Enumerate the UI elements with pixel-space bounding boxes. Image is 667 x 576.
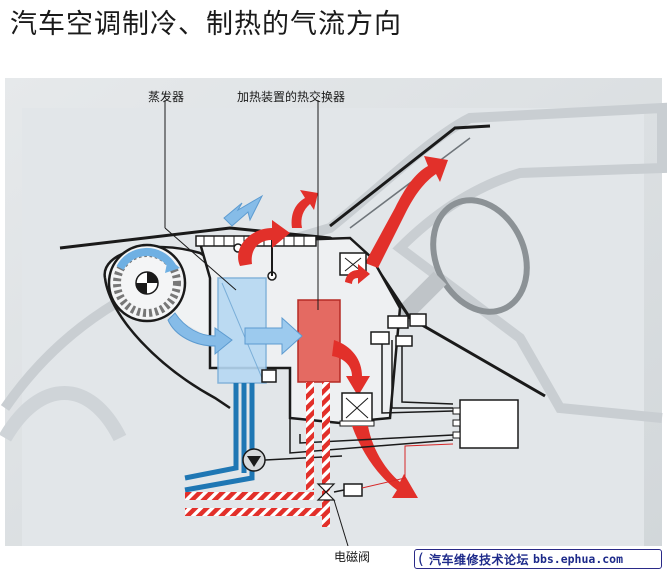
solenoid-valve-label: 电磁阀 <box>334 550 371 564</box>
cold-air-arrow-mid <box>244 316 303 356</box>
actuator-1 <box>387 315 409 329</box>
heater-core-label: 加热装置的热交换器 <box>237 90 346 104</box>
actuator-3 <box>261 369 277 383</box>
fan-cold-arrow-arc <box>116 247 176 271</box>
hot-air-arrow-vent <box>345 264 370 284</box>
lower-housing <box>103 277 231 410</box>
sensor-right <box>409 313 427 327</box>
wheel-arch <box>0 386 127 442</box>
leader-lines <box>164 100 349 546</box>
heater-core <box>297 299 341 383</box>
sensor-mid <box>395 335 413 347</box>
watermark-bracket-icon: ( <box>418 550 424 568</box>
cold-air-arrow-in <box>167 312 233 356</box>
coolant-pipes-hot <box>185 382 330 527</box>
actuator-2 <box>370 331 390 345</box>
hot-air-arrow-upper <box>291 190 318 228</box>
control-wiring <box>289 333 454 454</box>
page-title: 汽车空调制冷、制热的气流方向 <box>10 9 402 40</box>
watermark-text: 汽车维修技术论坛 <box>429 552 530 567</box>
forum-watermark: ( 汽车维修技术论坛 bbs.ephua.com <box>414 549 662 569</box>
solenoid-valve <box>316 443 454 501</box>
control-module <box>452 399 519 449</box>
hot-air-arrow-windshield <box>365 156 448 268</box>
windshield <box>329 124 491 228</box>
hot-air-arrow-floor <box>352 426 418 498</box>
hot-air-arrow-heater <box>332 340 370 396</box>
watermark-url: bbs.ephua.com <box>533 552 624 566</box>
evaporator-label: 蒸发器 <box>148 90 185 104</box>
hvac-airflow-diagram <box>0 78 667 546</box>
cold-air-arrow-top <box>223 194 264 227</box>
hot-air-arrow-top <box>238 220 290 266</box>
